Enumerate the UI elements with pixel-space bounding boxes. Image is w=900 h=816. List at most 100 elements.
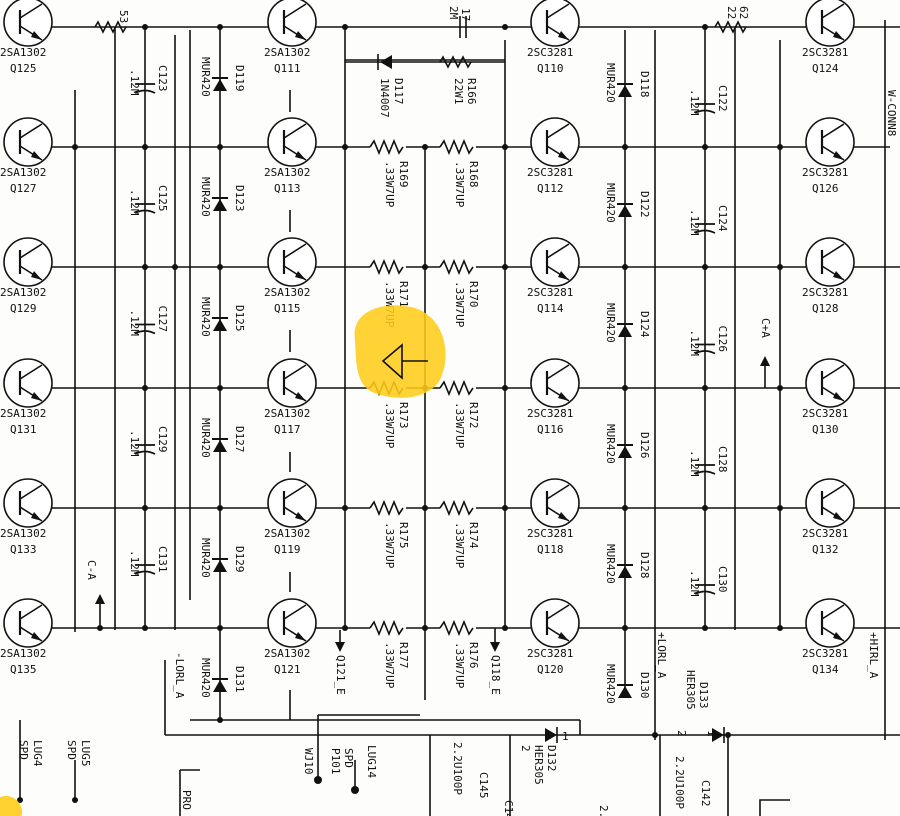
resistor-value: .33W7UP [453, 402, 466, 449]
capacitor-value: .12M [128, 69, 141, 96]
capacitor-ref: C126 [716, 326, 729, 353]
transistor-ref: Q116 [537, 423, 564, 436]
transistor-part: 2SA1302 [0, 647, 46, 660]
diode-ref: D130 [638, 672, 651, 699]
transistor-ref: Q129 [10, 302, 37, 315]
transistor-part: 2SA1302 [0, 46, 46, 59]
transistor-ref: Q121 [274, 663, 301, 676]
c142-val: 2.2U100P [673, 756, 686, 809]
resistor-r172: R172.33W7UP [439, 379, 480, 449]
transistor-part: 2SC3281 [527, 647, 573, 660]
diode-part: MUR420 [199, 177, 212, 217]
transistor-part: 2SA1302 [264, 166, 310, 179]
net-lorl-a-pos: +LORL_A [655, 632, 668, 679]
resistor-ref: R171 [397, 281, 410, 308]
capacitor-c122: C122 .12M [688, 85, 729, 116]
resistor-ref: R170 [467, 281, 480, 308]
capacitor-c125: C125 .12M [128, 185, 169, 216]
transistor-ref: Q110 [537, 62, 564, 75]
lug4-spd: SPD [17, 740, 30, 760]
resistor-ref: R172 [467, 402, 480, 429]
transistor-part: 2SC3281 [802, 46, 848, 59]
capacitor-value: .12M [688, 330, 701, 357]
c145-frag: C145_ [502, 800, 515, 816]
transistor-ref: Q124 [812, 62, 839, 75]
diode-d123: D123 MUR420 [199, 177, 246, 217]
d132-ref: D132 [545, 745, 558, 772]
net-q121-e: Q121_E [334, 655, 347, 695]
bottom-components: D132 HER305 1 2 D133 HER305 2 1 2.2U100P… [17, 670, 725, 816]
top-partial-resistors: 53 17 2M 62 22 [94, 6, 750, 38]
transistor-part: 2SA1302 [0, 527, 46, 540]
capacitor-value: .12M [688, 450, 701, 477]
resistor-value: .33W7UP [453, 642, 466, 689]
c-top-label: 17 [459, 8, 472, 21]
diodes: D119MUR420D123MUR420D125MUR420D127MUR420… [199, 57, 651, 704]
frag-2: 2. [597, 805, 610, 816]
capacitor-value: .12M [688, 209, 701, 236]
diode-part: MUR420 [199, 57, 212, 97]
diode-ref: D122 [638, 191, 651, 218]
transistor-ref: Q120 [537, 663, 564, 676]
resistor-ref: R176 [467, 642, 480, 669]
capacitor-c126: C126 .12M [688, 326, 729, 357]
capacitor-value: .12M [688, 89, 701, 116]
resistor-value: .33W7UP [453, 161, 466, 208]
resistor-ref: R168 [467, 161, 480, 188]
r166-val: 22W1 [452, 78, 465, 105]
transistor-ref: Q135 [10, 663, 37, 676]
r-top-right-label: 62 [737, 6, 750, 19]
transistor-ref: Q127 [10, 182, 37, 195]
corner-highlight [0, 796, 22, 816]
d132-pin1: 1 [562, 730, 569, 743]
transistor-part: 2SC3281 [527, 527, 573, 540]
transistor-ref: Q128 [812, 302, 839, 315]
diode-part: MUR420 [604, 303, 617, 343]
r166-resistor: R166 22W1 [439, 55, 478, 105]
net-q118-e: Q118_E [489, 655, 502, 695]
capacitor-ref: C128 [716, 446, 729, 473]
d133-pin2: 2 [675, 730, 688, 737]
diode-part: MUR420 [604, 63, 617, 103]
resistor-value: .33W7UP [383, 402, 396, 449]
d117-ref: D117 [392, 78, 405, 105]
capacitor-ref: C129 [156, 426, 169, 453]
transistor-ref: Q131 [10, 423, 37, 436]
diode-ref: D131 [233, 666, 246, 693]
capacitor-value: .12M [128, 189, 141, 216]
capacitor-ref: C124 [716, 205, 729, 232]
capacitor-ref: C125 [156, 185, 169, 212]
net-c-plus-a: C+A [759, 318, 772, 338]
transistor-part: 2SC3281 [802, 647, 848, 660]
diode-part: MUR420 [199, 418, 212, 458]
capacitor-ref: C122 [716, 85, 729, 112]
net-lorl-a-neg: -LORL_A [173, 652, 186, 699]
capacitor-c123: C123.12M [128, 65, 169, 96]
d133-part: HER305 [684, 670, 697, 710]
d133-ref: D133 [697, 682, 710, 709]
transistor-ref: Q111 [274, 62, 301, 75]
net-c-minus-a: C-A [85, 560, 98, 580]
capacitor-c124: C124 .12M [688, 205, 729, 236]
diode-ref: D123 [233, 185, 246, 212]
diode-ref: D127 [233, 426, 246, 453]
resistor-value: .33W7UP [453, 522, 466, 569]
transistor-ref: Q133 [10, 543, 37, 556]
